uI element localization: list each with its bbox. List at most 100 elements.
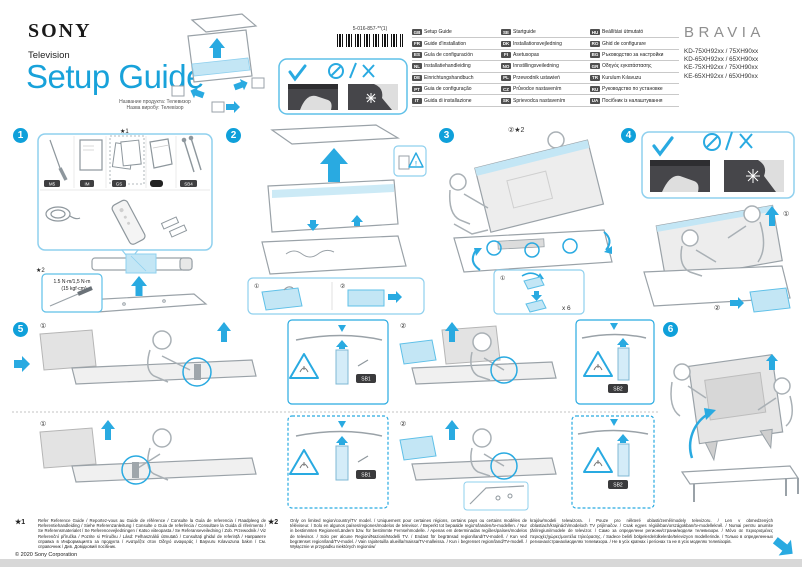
copyright: © 2020 Sony Corporation	[15, 552, 78, 558]
substep-2-mark: ②	[340, 283, 345, 290]
model-number: KE-65XH92xx / 65XH90xx	[684, 72, 758, 80]
model-number: KE-75XH92xx / 75XH90xx	[684, 64, 758, 72]
step-1-illustration: ★1 M5 IM GS	[36, 128, 213, 313]
language-code-badge: IT	[412, 97, 422, 104]
corner-protectors	[171, 77, 265, 113]
language-code-badge: RU	[590, 86, 600, 93]
step3-substep2-star2: ②★2	[508, 126, 525, 134]
stand-inset-a: SB1	[287, 319, 389, 405]
language-entry: PT Guia de configuração	[412, 84, 501, 96]
language-entry: CZ Průvodce nastavením	[501, 84, 590, 96]
substep-2-mark: ②	[714, 304, 720, 312]
step-5-badge: 5	[13, 322, 28, 337]
bravia-logo: BRAVIA	[684, 24, 765, 41]
check-icon	[652, 136, 674, 157]
step1-star1-mark: ★1	[120, 128, 129, 135]
regulatory-line-1: Название продукта: Телевизор	[119, 99, 191, 105]
language-entry: UA Посібник із налаштування	[590, 95, 679, 107]
clip-callout-circles	[486, 238, 578, 258]
document-number: 5-016-857-**(1)	[352, 26, 388, 32]
rotate-arrows	[471, 231, 612, 271]
stand-neck	[132, 462, 139, 478]
lift-up-arrow-icon	[445, 420, 459, 440]
stand-leg	[759, 428, 773, 450]
language-entry: HU Beállítási útmutató	[590, 27, 679, 39]
pinch-hand-glyph	[299, 366, 309, 373]
language-title: Ghid de configurare	[602, 40, 646, 47]
substep-1-mark: ①	[254, 283, 259, 290]
foam-block	[749, 287, 791, 313]
language-code-badge: RO	[590, 40, 600, 47]
lift-up-arrow-icon	[765, 206, 779, 226]
language-title: Startguide	[513, 29, 536, 36]
language-entry: DK Installationsvejledning	[501, 38, 590, 50]
language-title: Ръководство за настройки	[602, 51, 664, 58]
language-entry: RU Руководство по установке	[590, 84, 679, 96]
clip-inset: ① x 6	[493, 269, 585, 315]
language-title: Einrichtungshandbuch	[424, 74, 474, 81]
language-title: Guia de configuração	[424, 86, 472, 93]
language-entry: IT Guida di installazione	[412, 95, 501, 107]
stand-base	[497, 238, 545, 250]
footnote-2-text-right: krajów/modeli telewizora. / Pouze pro ně…	[530, 518, 773, 544]
pinch-hand-glyph	[593, 460, 603, 467]
tv-rear	[687, 354, 784, 462]
language-entry: PL Przewodnik ustawień	[501, 73, 590, 84]
manual-tag: IM	[85, 182, 90, 187]
tv-lying-flat	[411, 457, 557, 481]
person-kneeling	[137, 428, 172, 481]
regulatory-lines: Название продукта: Телевизор Назва вироб…	[100, 99, 210, 111]
language-entry: ES Guía de configuración	[412, 50, 501, 62]
pinch-hand-glyph	[299, 462, 309, 469]
language-code-badge: DK	[501, 40, 511, 47]
stand-attach-scene-b: ②	[399, 322, 557, 385]
remote-item	[111, 199, 146, 245]
foam-block	[399, 339, 437, 365]
person-kneeling	[147, 330, 191, 383]
step-2-badge: 2	[226, 128, 241, 143]
language-title: Sprievodca nastavením	[513, 97, 566, 104]
small-arrow-icon	[351, 215, 363, 226]
language-title: Beállítási útmutató	[602, 29, 644, 36]
foam-removal-inset: ① ②	[247, 277, 425, 315]
wrong-press-thumbnail	[348, 84, 398, 110]
language-column-2: SE Startguide DK Installationsvejledning…	[501, 27, 590, 107]
language-entry: RO Ghid de configurare	[590, 38, 679, 50]
lift-up-arrow-icon	[209, 38, 225, 58]
handling-do-dont-panel	[641, 131, 795, 199]
language-entry: NO Innstillingsveiledning	[501, 61, 590, 73]
step-4-illustration: ① ②	[641, 131, 795, 313]
lift-up-arrow-icon	[445, 322, 459, 342]
lift-up-arrow-icon	[131, 276, 147, 296]
cable-item	[45, 206, 81, 222]
language-code-badge: ES	[412, 51, 422, 58]
language-code-badge: FR	[412, 40, 422, 47]
screws-tag: SB4	[184, 182, 193, 187]
tv-panel	[474, 139, 605, 233]
lift-up-arrow-icon	[320, 148, 348, 182]
language-column-1: GB Setup Guide FR Guide d'installation E…	[412, 27, 501, 107]
batteries-item	[160, 216, 188, 238]
warning-mark: !	[415, 162, 417, 168]
stand-attach-scene-d: ②	[399, 420, 557, 511]
language-title: Посібник із налаштування	[602, 97, 663, 104]
table	[680, 465, 800, 502]
language-title: Guía de configuración	[424, 51, 473, 58]
person-kneeling	[680, 229, 717, 277]
prohibited-icon	[703, 131, 753, 151]
language-code-badge: NO	[501, 63, 511, 70]
stand-attach-scene-c: ①	[39, 420, 257, 485]
language-code-badge: SK	[501, 97, 511, 104]
position-marker-icon	[338, 325, 346, 332]
substep-2-mark: ②	[400, 322, 406, 330]
language-entry: FR Guide d'installation	[412, 38, 501, 50]
tv-bottom-edge	[295, 430, 383, 437]
cables	[285, 249, 335, 258]
stand-part-tag: SB1	[361, 377, 371, 383]
footnote-1-text: Refer Reference Guide / Reportez-vous au…	[38, 518, 266, 550]
prohibited-icon	[328, 62, 375, 79]
tool-tag: M5	[49, 182, 56, 187]
language-entry: TR Kurulum Kılavuzu	[590, 73, 679, 84]
substep-1-mark: ①	[40, 322, 46, 330]
manual-item	[79, 139, 103, 171]
